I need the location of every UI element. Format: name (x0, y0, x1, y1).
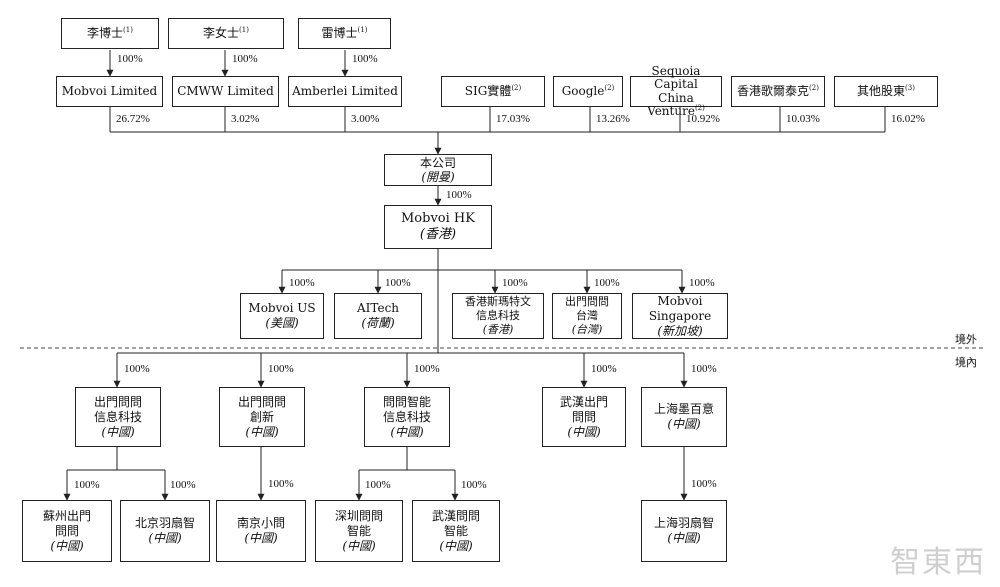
pct-label: 100% (446, 189, 472, 201)
pct-label: 100% (117, 53, 143, 65)
pct-label: 100% (385, 277, 411, 289)
pct-label: 100% (591, 363, 617, 375)
sub-nanjing-xiaowen: 南京小問(中國) (216, 500, 306, 562)
investor-sig: SIG實體(2) (441, 76, 545, 107)
stake-label: 13.26% (596, 113, 630, 125)
stake-label: 16.02% (891, 113, 925, 125)
pct-label: 100% (689, 277, 715, 289)
pct-label: 100% (124, 363, 150, 375)
offshore-aitech: AITech(荷蘭) (334, 293, 422, 339)
pct-label: 100% (352, 53, 378, 65)
zone-inside-label: 境內 (955, 356, 977, 369)
investor-google: Google(2) (553, 76, 623, 107)
mobvoi-hk: Mobvoi HK (香港) (384, 205, 492, 249)
sub-suzhou-mobvoi: 蘇州出門問問(中國) (22, 500, 112, 562)
pct-label: 100% (365, 479, 391, 491)
zone-outside-label: 境外 (955, 333, 977, 346)
onshore-mobvoi-info-tech: 出門問問信息科技(中國) (75, 387, 161, 447)
pct-label: 100% (461, 479, 487, 491)
stake-label: 17.03% (496, 113, 530, 125)
offshore-hk-smart: 香港斯瑪特文信息科技(香港) (452, 293, 544, 339)
shareholder-dr-lei: 雷博士(1) (298, 18, 391, 49)
sub-beijing-yushanzhi: 北京羽扇智(中國) (120, 500, 210, 562)
pct-label: 100% (414, 363, 440, 375)
stake-label: 26.72% (116, 113, 150, 125)
stake-label: 3.02% (231, 113, 260, 125)
pct-label: 100% (268, 363, 294, 375)
sub-wuhan-wenwen: 武漢問問智能(中國) (412, 500, 500, 562)
onshore-wenwen-intelligent: 問問智能信息科技(中國) (364, 387, 450, 447)
offshore-taiwan: 出門問問台灣(台灣) (552, 293, 622, 339)
pct-label: 100% (170, 479, 196, 491)
offshore-mobvoi-us: Mobvoi US(美國) (240, 293, 324, 339)
pct-label: 100% (594, 277, 620, 289)
pct-label: 100% (691, 363, 717, 375)
pct-label: 100% (691, 478, 717, 490)
stake-label: 10.03% (786, 113, 820, 125)
pct-label: 100% (268, 478, 294, 490)
holding-cmww-limited: CMWW Limited (172, 76, 279, 107)
sub-shanghai-yushanzhi: 上海羽扇智(中國) (641, 500, 727, 562)
holding-amberlei-limited: Amberlei Limited (288, 76, 402, 107)
stake-label: 3.00% (351, 113, 380, 125)
onshore-shanghai-mobaiyi: 上海墨百意(中國) (641, 387, 727, 447)
investor-sequoia: Sequoia Capital China Venture(2) (630, 64, 722, 117)
pct-label: 100% (289, 277, 315, 289)
watermark-logo: 智東西 (890, 545, 986, 580)
company-cayman: 本公司 (開曼) (384, 154, 492, 186)
shareholder-ms-li: 李女士(1) (168, 18, 284, 49)
pct-label: 100% (74, 479, 100, 491)
sub-shenzhen-wenwen: 深圳問問智能(中國) (315, 500, 403, 562)
holding-mobvoi-limited: Mobvoi Limited (56, 76, 163, 107)
pct-label: 100% (502, 277, 528, 289)
onshore-mobvoi-innovation: 出門問問創新(中國) (219, 387, 305, 447)
onshore-wuhan-mobvoi: 武漢出門問問(中國) (542, 387, 626, 447)
investor-other: 其他股東(3) (834, 76, 938, 107)
pct-label: 100% (232, 53, 258, 65)
shareholder-dr-li: 李博士(1) (61, 18, 159, 49)
investor-goertek-hk: 香港歌爾泰克(2) (731, 76, 825, 107)
stake-label: 10.92% (686, 113, 720, 125)
